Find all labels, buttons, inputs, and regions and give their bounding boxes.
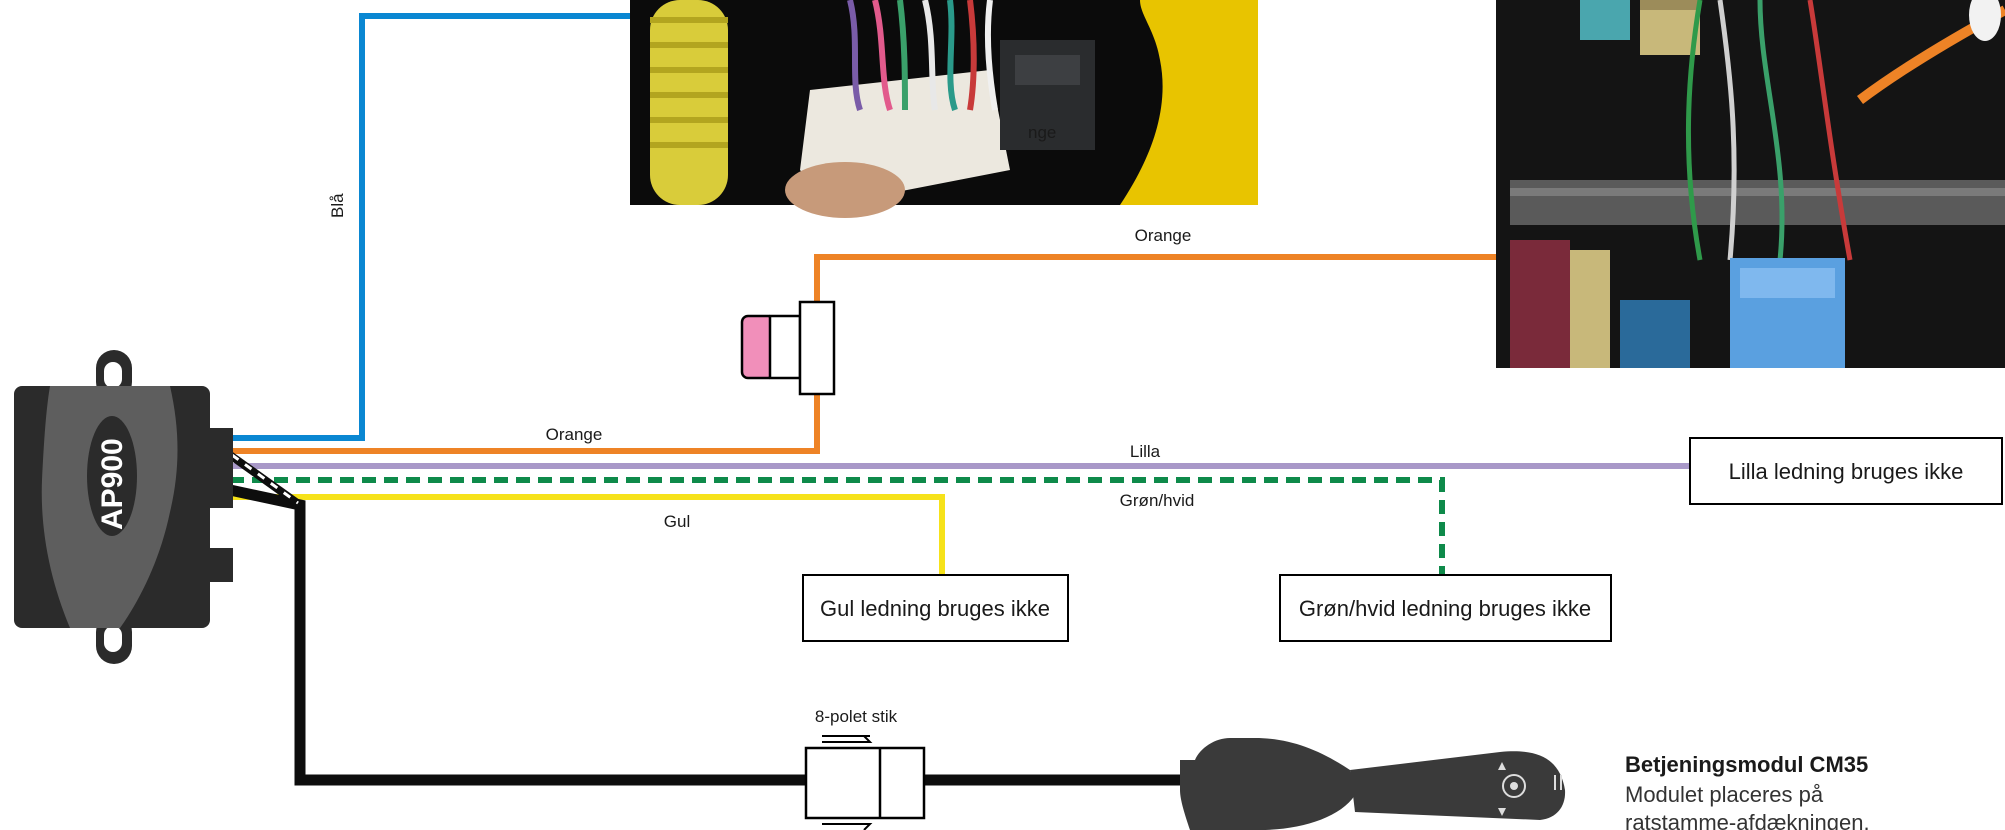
module-name: AP900 bbox=[96, 438, 129, 530]
wire-yellow bbox=[230, 494, 945, 575]
wire-green-dashed bbox=[230, 477, 1445, 575]
label-connector: 8-polet stik bbox=[815, 707, 898, 726]
green-box-text: Grøn/hvid ledning bruges ikke bbox=[1299, 596, 1591, 621]
wire-black bbox=[228, 484, 806, 786]
fuse-icon bbox=[740, 300, 836, 396]
ap900-module: AP900 bbox=[14, 350, 233, 664]
label-blue: Blå bbox=[328, 193, 347, 218]
8-pin-connector-icon bbox=[804, 735, 926, 830]
control-stalk-icon bbox=[1180, 738, 1566, 830]
photo-overlay-text: nge bbox=[1028, 123, 1056, 142]
label-yellow: Gul bbox=[664, 512, 690, 531]
control-module-title: Betjeningsmodul CM35 bbox=[1625, 752, 1868, 777]
control-module-desc-2: ratstamme-afdækningen. bbox=[1625, 810, 1870, 830]
wire-orange-bottom bbox=[230, 388, 820, 454]
label-green: Grøn/hvid bbox=[1120, 491, 1195, 510]
label-lilac: Lilla bbox=[1130, 442, 1161, 461]
photo-right bbox=[1496, 0, 2005, 368]
control-module-desc-1: Modulet placeres på bbox=[1625, 782, 1824, 807]
green-wire-box: Grøn/hvid ledning bruges ikke bbox=[1279, 574, 1612, 642]
lilac-wire-box: Lilla ledning bruges ikke bbox=[1689, 437, 2003, 505]
wire-bundle-stripes bbox=[227, 451, 303, 509]
wire-orange-top bbox=[814, 254, 1496, 348]
lilac-box-text: Lilla ledning bruges ikke bbox=[1729, 459, 1964, 484]
yellow-box-text: Gul ledning bruges ikke bbox=[820, 596, 1050, 621]
photo-left: nge bbox=[630, 0, 1258, 218]
label-orange-bottom: Orange bbox=[546, 425, 603, 444]
yellow-wire-box: Gul ledning bruges ikke bbox=[802, 574, 1069, 642]
label-orange-top: Orange bbox=[1135, 226, 1192, 245]
wire-blue bbox=[230, 13, 630, 441]
